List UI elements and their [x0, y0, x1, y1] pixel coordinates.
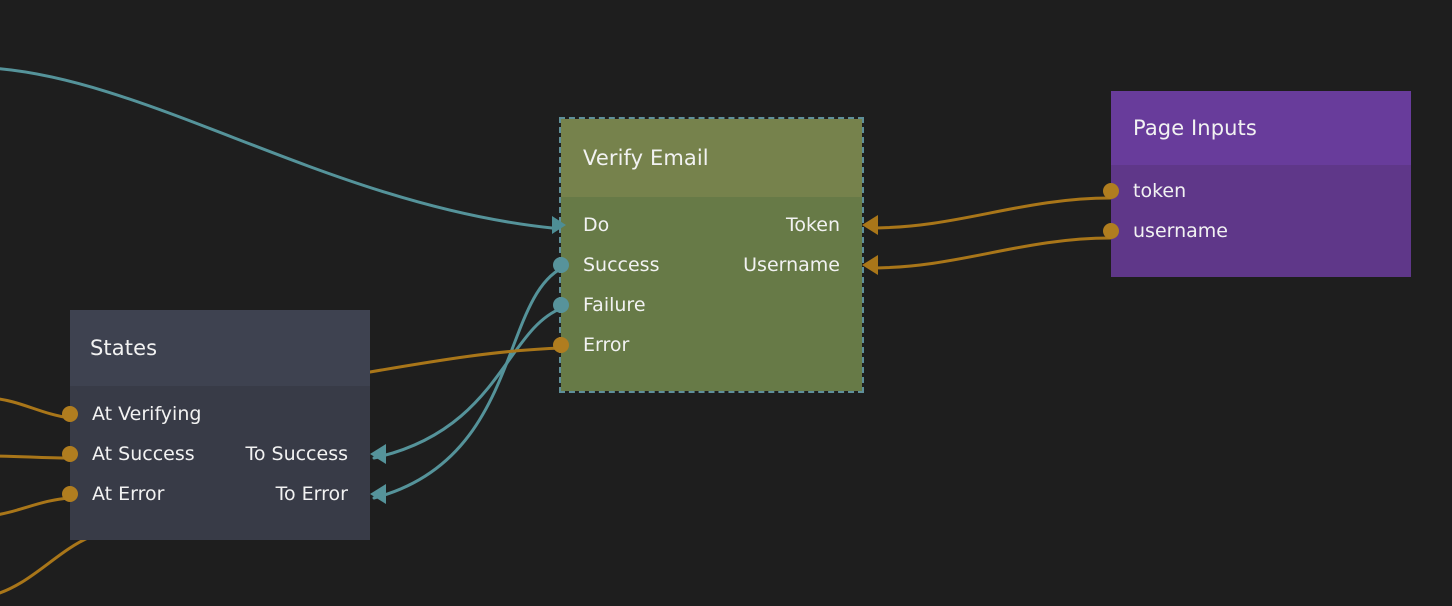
node-verify-email-title: Verify Email [583, 146, 709, 170]
port-token-arrow-icon[interactable] [862, 215, 878, 235]
wire-page-inputs-username-to-verify-username[interactable] [868, 236, 1113, 270]
port-row-at-verifying: At Verifying [62, 394, 370, 434]
port-at-error-dot-icon[interactable] [62, 486, 78, 502]
node-page-inputs-body: token username [1103, 165, 1411, 277]
wire-page-inputs-token-to-verify-token[interactable] [868, 196, 1113, 230]
port-token-dot-icon[interactable] [1103, 183, 1119, 199]
node-verify-email[interactable]: Verify Email Do Token Success Username F… [552, 117, 878, 393]
port-row-do-token: Do Token [552, 205, 878, 245]
wire-offscreen-to-states-at-success[interactable] [0, 454, 72, 460]
port-failure-dot-icon[interactable] [553, 297, 569, 313]
port-label-token[interactable]: Token [785, 214, 840, 236]
wire-states-to-verify-error[interactable] [368, 346, 564, 374]
port-row-success-username: Success Username [553, 245, 878, 285]
port-row-failure: Failure [553, 285, 862, 325]
port-label-at-success[interactable]: At Success [92, 443, 195, 465]
port-row-at-success-to-success: At Success To Success [62, 434, 386, 474]
port-label-at-verifying[interactable]: At Verifying [92, 403, 202, 425]
port-row-token: token [1103, 171, 1411, 211]
port-label-success[interactable]: Success [583, 254, 660, 276]
port-error-dot-icon[interactable] [553, 337, 569, 353]
port-to-error-arrow-icon[interactable] [370, 484, 386, 504]
wire-offscreen-to-verify-do[interactable] [0, 67, 554, 230]
port-row-at-error-to-error: At Error To Error [62, 474, 386, 514]
port-row-username: username [1103, 211, 1411, 251]
port-row-error: Error [553, 325, 862, 365]
port-at-success-dot-icon[interactable] [62, 446, 78, 462]
node-states[interactable]: States At Verifying At Success To Succes… [62, 310, 386, 540]
wire-verify-failure-to-states-to-success[interactable] [372, 306, 564, 460]
wire-offscreen-to-states-at-error[interactable] [0, 496, 72, 516]
wire-verify-success-to-states-to-error[interactable] [372, 266, 564, 500]
node-verify-email-header[interactable]: Verify Email [561, 119, 862, 197]
port-label-do[interactable]: Do [583, 214, 610, 236]
node-states-header[interactable]: States [70, 310, 370, 386]
port-label-username-output[interactable]: username [1133, 220, 1228, 242]
port-at-verifying-dot-icon[interactable] [62, 406, 78, 422]
node-page-inputs-header[interactable]: Page Inputs [1111, 91, 1411, 165]
port-label-failure[interactable]: Failure [583, 294, 646, 316]
port-label-to-error[interactable]: To Error [275, 483, 348, 505]
port-success-dot-icon[interactable] [553, 257, 569, 273]
wire-offscreen-under-states-bottom[interactable] [0, 535, 92, 596]
port-username-dot-icon[interactable] [1103, 223, 1119, 239]
port-label-to-success[interactable]: To Success [245, 443, 348, 465]
port-label-at-error[interactable]: At Error [92, 483, 165, 505]
port-to-success-arrow-icon[interactable] [370, 444, 386, 464]
port-label-error[interactable]: Error [583, 334, 630, 356]
node-page-inputs[interactable]: Page Inputs token username [1103, 91, 1411, 277]
node-verify-email-body: Do Token Success Username Failure Error [552, 197, 878, 391]
port-label-username[interactable]: Username [743, 254, 840, 276]
node-states-body: At Verifying At Success To Success At Er… [62, 386, 386, 540]
port-do-arrow-icon[interactable] [552, 216, 566, 234]
node-states-title: States [90, 336, 158, 360]
port-label-token-output[interactable]: token [1133, 180, 1187, 202]
wire-offscreen-to-states-at-verifying[interactable] [0, 397, 72, 420]
node-page-inputs-title: Page Inputs [1133, 116, 1257, 140]
port-username-arrow-icon[interactable] [862, 255, 878, 275]
